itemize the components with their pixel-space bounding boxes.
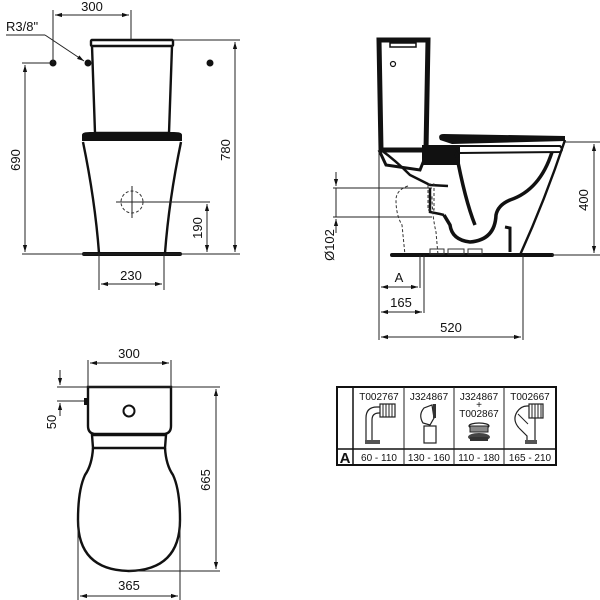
wall-fixing-dot-right xyxy=(206,59,214,67)
dim-tank-width-top: 300 xyxy=(118,346,140,361)
dim-seat-height: 400 xyxy=(576,189,591,211)
side-connection-block xyxy=(422,145,460,165)
top-inlet-icon xyxy=(84,398,88,405)
top-cistern xyxy=(86,385,173,436)
dim-outlet-height: 190 xyxy=(190,217,205,239)
front-seat-band xyxy=(82,132,182,141)
dim-total-height: 780 xyxy=(218,139,233,161)
side-view: Ø102 400 A 165 520 xyxy=(322,37,600,340)
dim-offset-165: 165 xyxy=(390,295,412,310)
top-view: 300 50 665 365 xyxy=(44,346,220,600)
table-header-3-plus: + xyxy=(476,400,482,411)
side-bowl-front xyxy=(518,139,567,256)
front-pedestal-right xyxy=(163,141,183,254)
table-header-3: J324867 xyxy=(460,392,499,403)
table-range-4: 165 - 210 xyxy=(509,453,552,464)
floor-seal-connector-icon xyxy=(468,422,490,441)
table-header-1: T002767 xyxy=(359,392,399,403)
outlet-centre-mark xyxy=(116,186,210,218)
front-cistern xyxy=(84,38,175,135)
label-inlet-thread: R3/8" xyxy=(6,19,38,34)
connector-table: A T002767 J324867 J324867 + T002867 T002… xyxy=(336,386,557,467)
inlet-connection-icon xyxy=(84,59,92,67)
offset-pan-connector-icon xyxy=(420,404,437,444)
dim-offset-a: A xyxy=(395,270,404,285)
front-pedestal-left xyxy=(81,141,101,254)
dim-base-width: 230 xyxy=(120,268,142,283)
table-header-4: T002667 xyxy=(510,392,550,403)
side-seat xyxy=(439,134,565,144)
top-bowl-outline xyxy=(76,447,182,573)
elbow-pan-connector-icon xyxy=(365,403,396,444)
dim-tank-width-front: 300 xyxy=(81,0,103,14)
table-header-3-second: T002867 xyxy=(459,409,499,420)
table-row-label: A xyxy=(340,450,351,467)
table-range-2: 130 - 160 xyxy=(408,453,451,464)
dim-outlet-diameter: Ø102 xyxy=(322,229,337,261)
dim-length: 665 xyxy=(198,469,213,491)
flush-button-icon xyxy=(122,404,136,418)
dim-inlet-height: 690 xyxy=(8,149,23,171)
dim-inlet-offset: 50 xyxy=(44,415,59,429)
front-view: 300 R3/8" 690 780 190 230 xyxy=(6,0,240,290)
table-range-1: 60 - 110 xyxy=(361,453,397,464)
side-cistern xyxy=(376,37,431,153)
table-range-3: 110 - 180 xyxy=(458,453,500,464)
table-header-2: J324867 xyxy=(410,392,449,403)
swept-elbow-connector-icon xyxy=(514,403,544,444)
dim-depth: 520 xyxy=(440,320,462,335)
dim-bowl-width: 365 xyxy=(118,578,140,593)
dashed-pan-connector xyxy=(395,185,439,256)
